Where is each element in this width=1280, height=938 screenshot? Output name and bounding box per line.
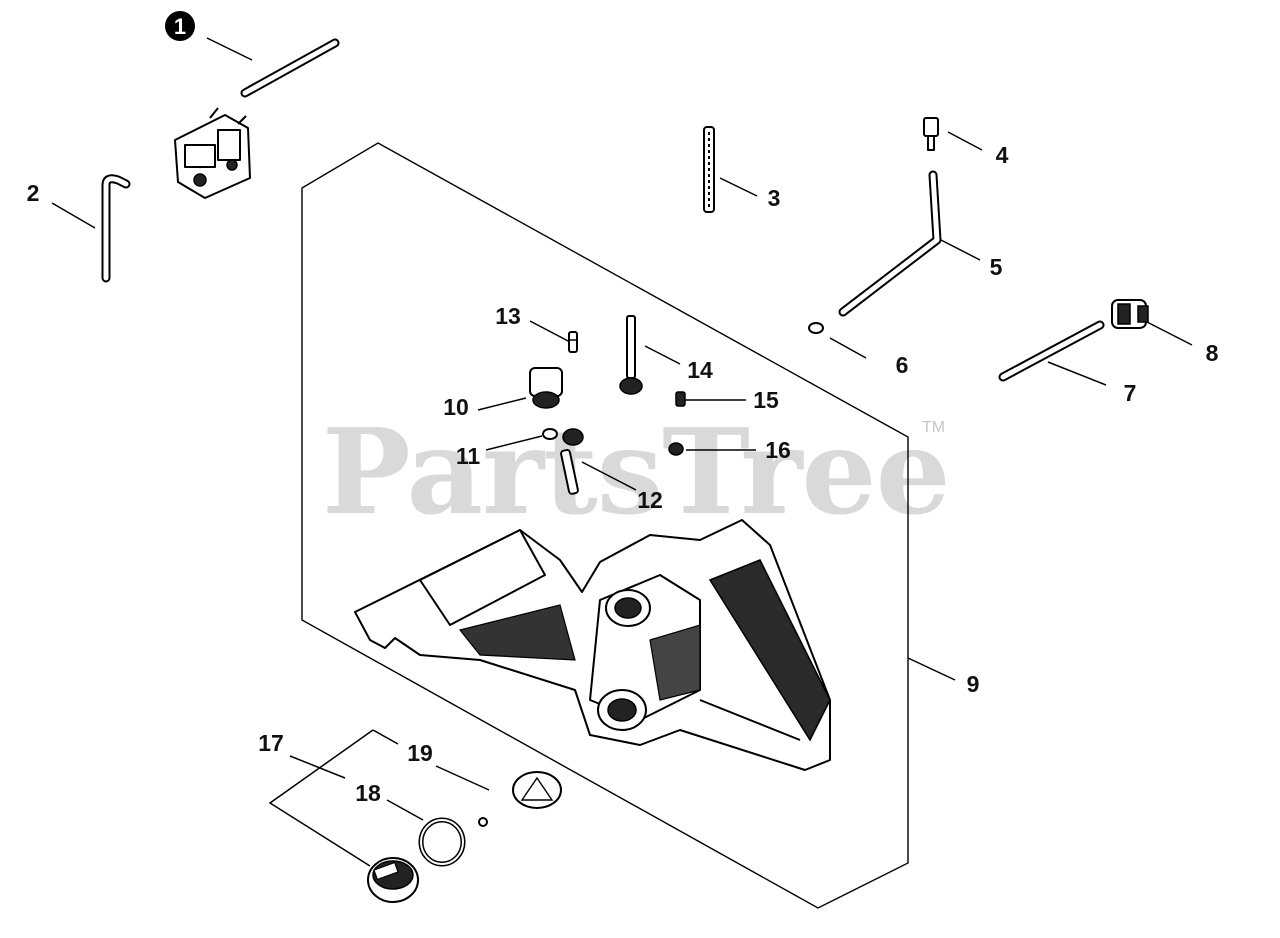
callout-label-1: 1 [174,14,186,39]
callout-badge-1 [165,11,195,41]
part-tube-2 [101,174,131,283]
callout-label-10: 10 [443,394,469,420]
callout-label-13: 13 [495,303,521,329]
callout-label-2: 2 [27,180,40,206]
part-grommet-16 [668,442,684,456]
callout-label-8: 8 [1206,340,1219,366]
part-tube-7 [998,320,1105,382]
part-housing-9 [354,519,831,771]
callout-label-14: 14 [687,357,713,383]
callout-label-17: 17 [258,730,284,756]
leader-lines [51,37,1193,867]
callout-label-6: 6 [896,352,909,378]
part-valve-12 [560,428,584,495]
callout-label-18: 18 [355,780,381,806]
part-ring-6 [808,322,824,334]
part-fuel-line-1 [240,38,340,98]
watermark-trademark: TM [922,419,945,436]
part-nipple-13 [568,331,578,353]
kit-panel-outline [301,142,909,909]
part-valve-19 [478,771,562,827]
part-fitting-4 [923,117,939,151]
callout-label-16: 16 [765,437,791,463]
callout-label-15: 15 [753,387,779,413]
callout-label-19: 19 [407,740,433,766]
watermark-text: PartsTree [322,402,950,541]
part-cap-17 [367,857,419,903]
callout-label-9: 9 [967,671,980,697]
callout-label-4: 4 [996,142,1009,168]
part-tube-5 [838,170,942,317]
part-ring-11 [542,428,558,440]
callout-label-5: 5 [990,254,1003,280]
callout-label-3: 3 [768,185,781,211]
part-cap-10 [529,367,563,409]
callout-label-11: 11 [456,443,481,469]
callout-label-7: 7 [1124,380,1137,406]
part-rod-3 [703,126,715,213]
part-carburetor [174,107,251,199]
part-bolt-14 [619,315,643,395]
part-screw-15 [675,391,686,407]
part-primer-8 [1111,299,1149,329]
callout-label-12: 12 [637,487,663,513]
